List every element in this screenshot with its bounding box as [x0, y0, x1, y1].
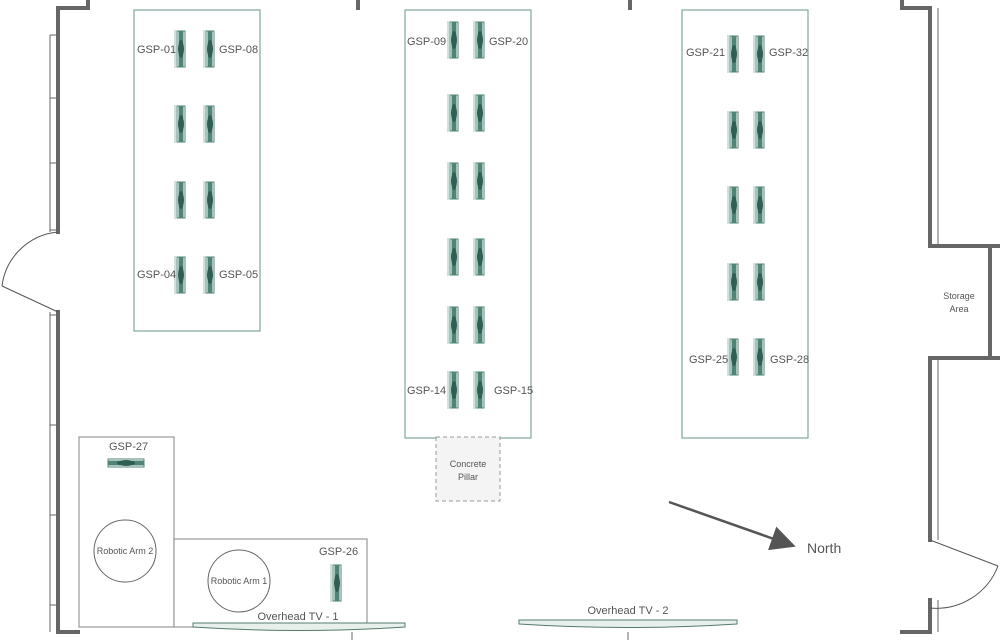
- label-gsp-14: GSP-14: [407, 385, 446, 397]
- label-gsp-04: GSP-04: [137, 269, 176, 281]
- workstation[interactable]: [203, 104, 215, 144]
- table-left: [133, 9, 261, 332]
- workstation[interactable]: [753, 110, 765, 150]
- workstation-gsp-26[interactable]: [330, 563, 342, 603]
- north-label: North: [807, 540, 841, 556]
- storage-label-line1: Storage: [943, 291, 975, 301]
- workstation[interactable]: [753, 185, 765, 225]
- workstation[interactable]: [174, 180, 186, 220]
- overhead-tv-2-label: Overhead TV - 2: [587, 605, 668, 617]
- robotic-arm-1-label: Robotic Arm 1: [211, 576, 268, 586]
- label-gsp-21: GSP-21: [686, 47, 725, 59]
- workstation[interactable]: [203, 180, 215, 220]
- workstation[interactable]: [473, 161, 485, 201]
- robotic-arm-2[interactable]: [93, 519, 157, 583]
- overhead-tv-1[interactable]: [192, 622, 406, 631]
- west-door: [1, 231, 59, 313]
- walls: [49, 0, 1000, 640]
- robotic-arm-1[interactable]: [207, 549, 271, 613]
- workstation[interactable]: [727, 185, 739, 225]
- workstation[interactable]: [753, 262, 765, 302]
- workstation-gsp-08[interactable]: [203, 29, 215, 69]
- label-gsp-01: GSP-01: [137, 44, 176, 56]
- workstation[interactable]: [447, 305, 459, 345]
- workstation-gsp-09[interactable]: [447, 20, 459, 60]
- label-gsp-05: GSP-05: [219, 269, 258, 281]
- label-gsp-28: GSP-28: [770, 354, 809, 366]
- workstation-gsp-32[interactable]: [753, 34, 765, 74]
- workstation-gsp-25[interactable]: [727, 337, 739, 377]
- label-gsp-27: GSP-27: [109, 441, 148, 453]
- overhead-tv-2[interactable]: [518, 619, 738, 628]
- workstation[interactable]: [473, 305, 485, 345]
- label-gsp-09: GSP-09: [407, 36, 446, 48]
- workstation[interactable]: [447, 161, 459, 201]
- label-gsp-32: GSP-32: [769, 47, 808, 59]
- workstation[interactable]: [727, 110, 739, 150]
- workstation-gsp-01[interactable]: [174, 29, 186, 69]
- workstation-gsp-20[interactable]: [473, 20, 485, 60]
- table-right: [681, 9, 809, 439]
- pillar-label-line1: Concrete: [450, 459, 487, 469]
- workstation-gsp-05[interactable]: [203, 255, 215, 295]
- label-gsp-20: GSP-20: [489, 36, 528, 48]
- workstation-gsp-14[interactable]: [447, 370, 459, 410]
- workstation-gsp-21[interactable]: [727, 34, 739, 74]
- robotic-arm-2-label: Robotic Arm 2: [97, 546, 154, 556]
- overhead-tv-1-label: Overhead TV - 1: [257, 611, 338, 623]
- workstation-gsp-27[interactable]: [107, 458, 145, 468]
- workstation[interactable]: [447, 237, 459, 277]
- storage-label-line2: Area: [949, 304, 968, 314]
- pillar-label-line2: Pillar: [458, 472, 478, 482]
- north-arrow-icon: [668, 500, 796, 551]
- workstation-gsp-15[interactable]: [473, 370, 485, 410]
- concrete-pillar: [435, 436, 501, 502]
- workstation-gsp-28[interactable]: [753, 337, 765, 377]
- label-gsp-08: GSP-08: [219, 44, 258, 56]
- workstation[interactable]: [473, 237, 485, 277]
- workstation[interactable]: [473, 93, 485, 133]
- table-center: [404, 9, 532, 439]
- label-gsp-26: GSP-26: [319, 546, 358, 558]
- label-gsp-15: GSP-15: [494, 385, 533, 397]
- workstation[interactable]: [174, 104, 186, 144]
- workstation-gsp-04[interactable]: [174, 255, 186, 295]
- label-gsp-25: GSP-25: [689, 354, 728, 366]
- east-door: [929, 539, 999, 609]
- workstation[interactable]: [727, 262, 739, 302]
- workstation[interactable]: [447, 93, 459, 133]
